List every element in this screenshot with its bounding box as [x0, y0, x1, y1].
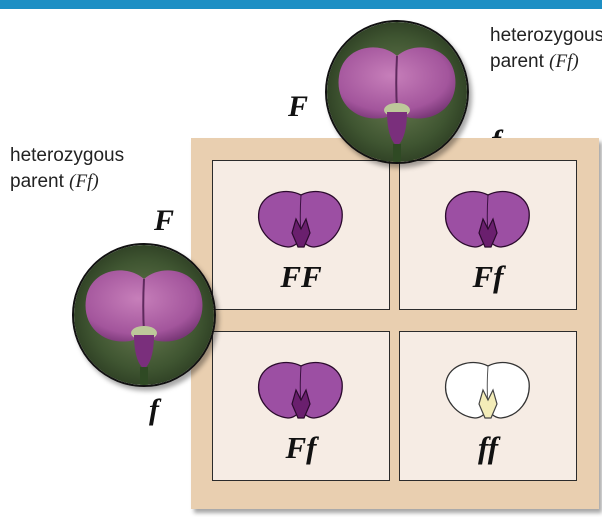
top-parent-flower-photo — [325, 20, 469, 164]
left-allele-dominant: F — [154, 204, 174, 238]
cell-genotype: Ff — [400, 259, 576, 295]
top-parent-line1: heterozygous — [490, 23, 602, 49]
punnett-cell-ff-hetero-2: Ff — [212, 331, 390, 481]
header-accent-bar — [0, 0, 602, 9]
punnett-square: FF Ff Ff ff — [191, 138, 599, 509]
left-parent-line1: heterozygous — [10, 143, 124, 169]
top-parent-label: heterozygous parent (Ff) — [490, 23, 602, 75]
left-parent-label: heterozygous parent (Ff) — [10, 143, 124, 195]
purple-flower-icon — [443, 189, 533, 255]
cell-genotype: ff — [400, 430, 576, 466]
punnett-cell-ff-dominant: FF — [212, 160, 390, 310]
top-allele-dominant: F — [288, 90, 308, 124]
purple-flower-icon — [256, 189, 346, 255]
left-parent-flower-photo — [72, 243, 216, 387]
top-parent-genotype: (Ff) — [549, 51, 579, 72]
purple-flower-icon — [256, 360, 346, 426]
left-parent-prefix: parent — [10, 171, 69, 192]
top-parent-prefix: parent — [490, 51, 549, 72]
punnett-cell-ff-hetero-1: Ff — [399, 160, 577, 310]
cell-genotype: Ff — [213, 430, 389, 466]
left-allele-recessive: f — [149, 393, 159, 427]
white-flower-icon — [443, 360, 533, 426]
cell-genotype: FF — [213, 259, 389, 295]
punnett-cell-ff-recessive: ff — [399, 331, 577, 481]
left-parent-genotype: (Ff) — [69, 171, 99, 192]
